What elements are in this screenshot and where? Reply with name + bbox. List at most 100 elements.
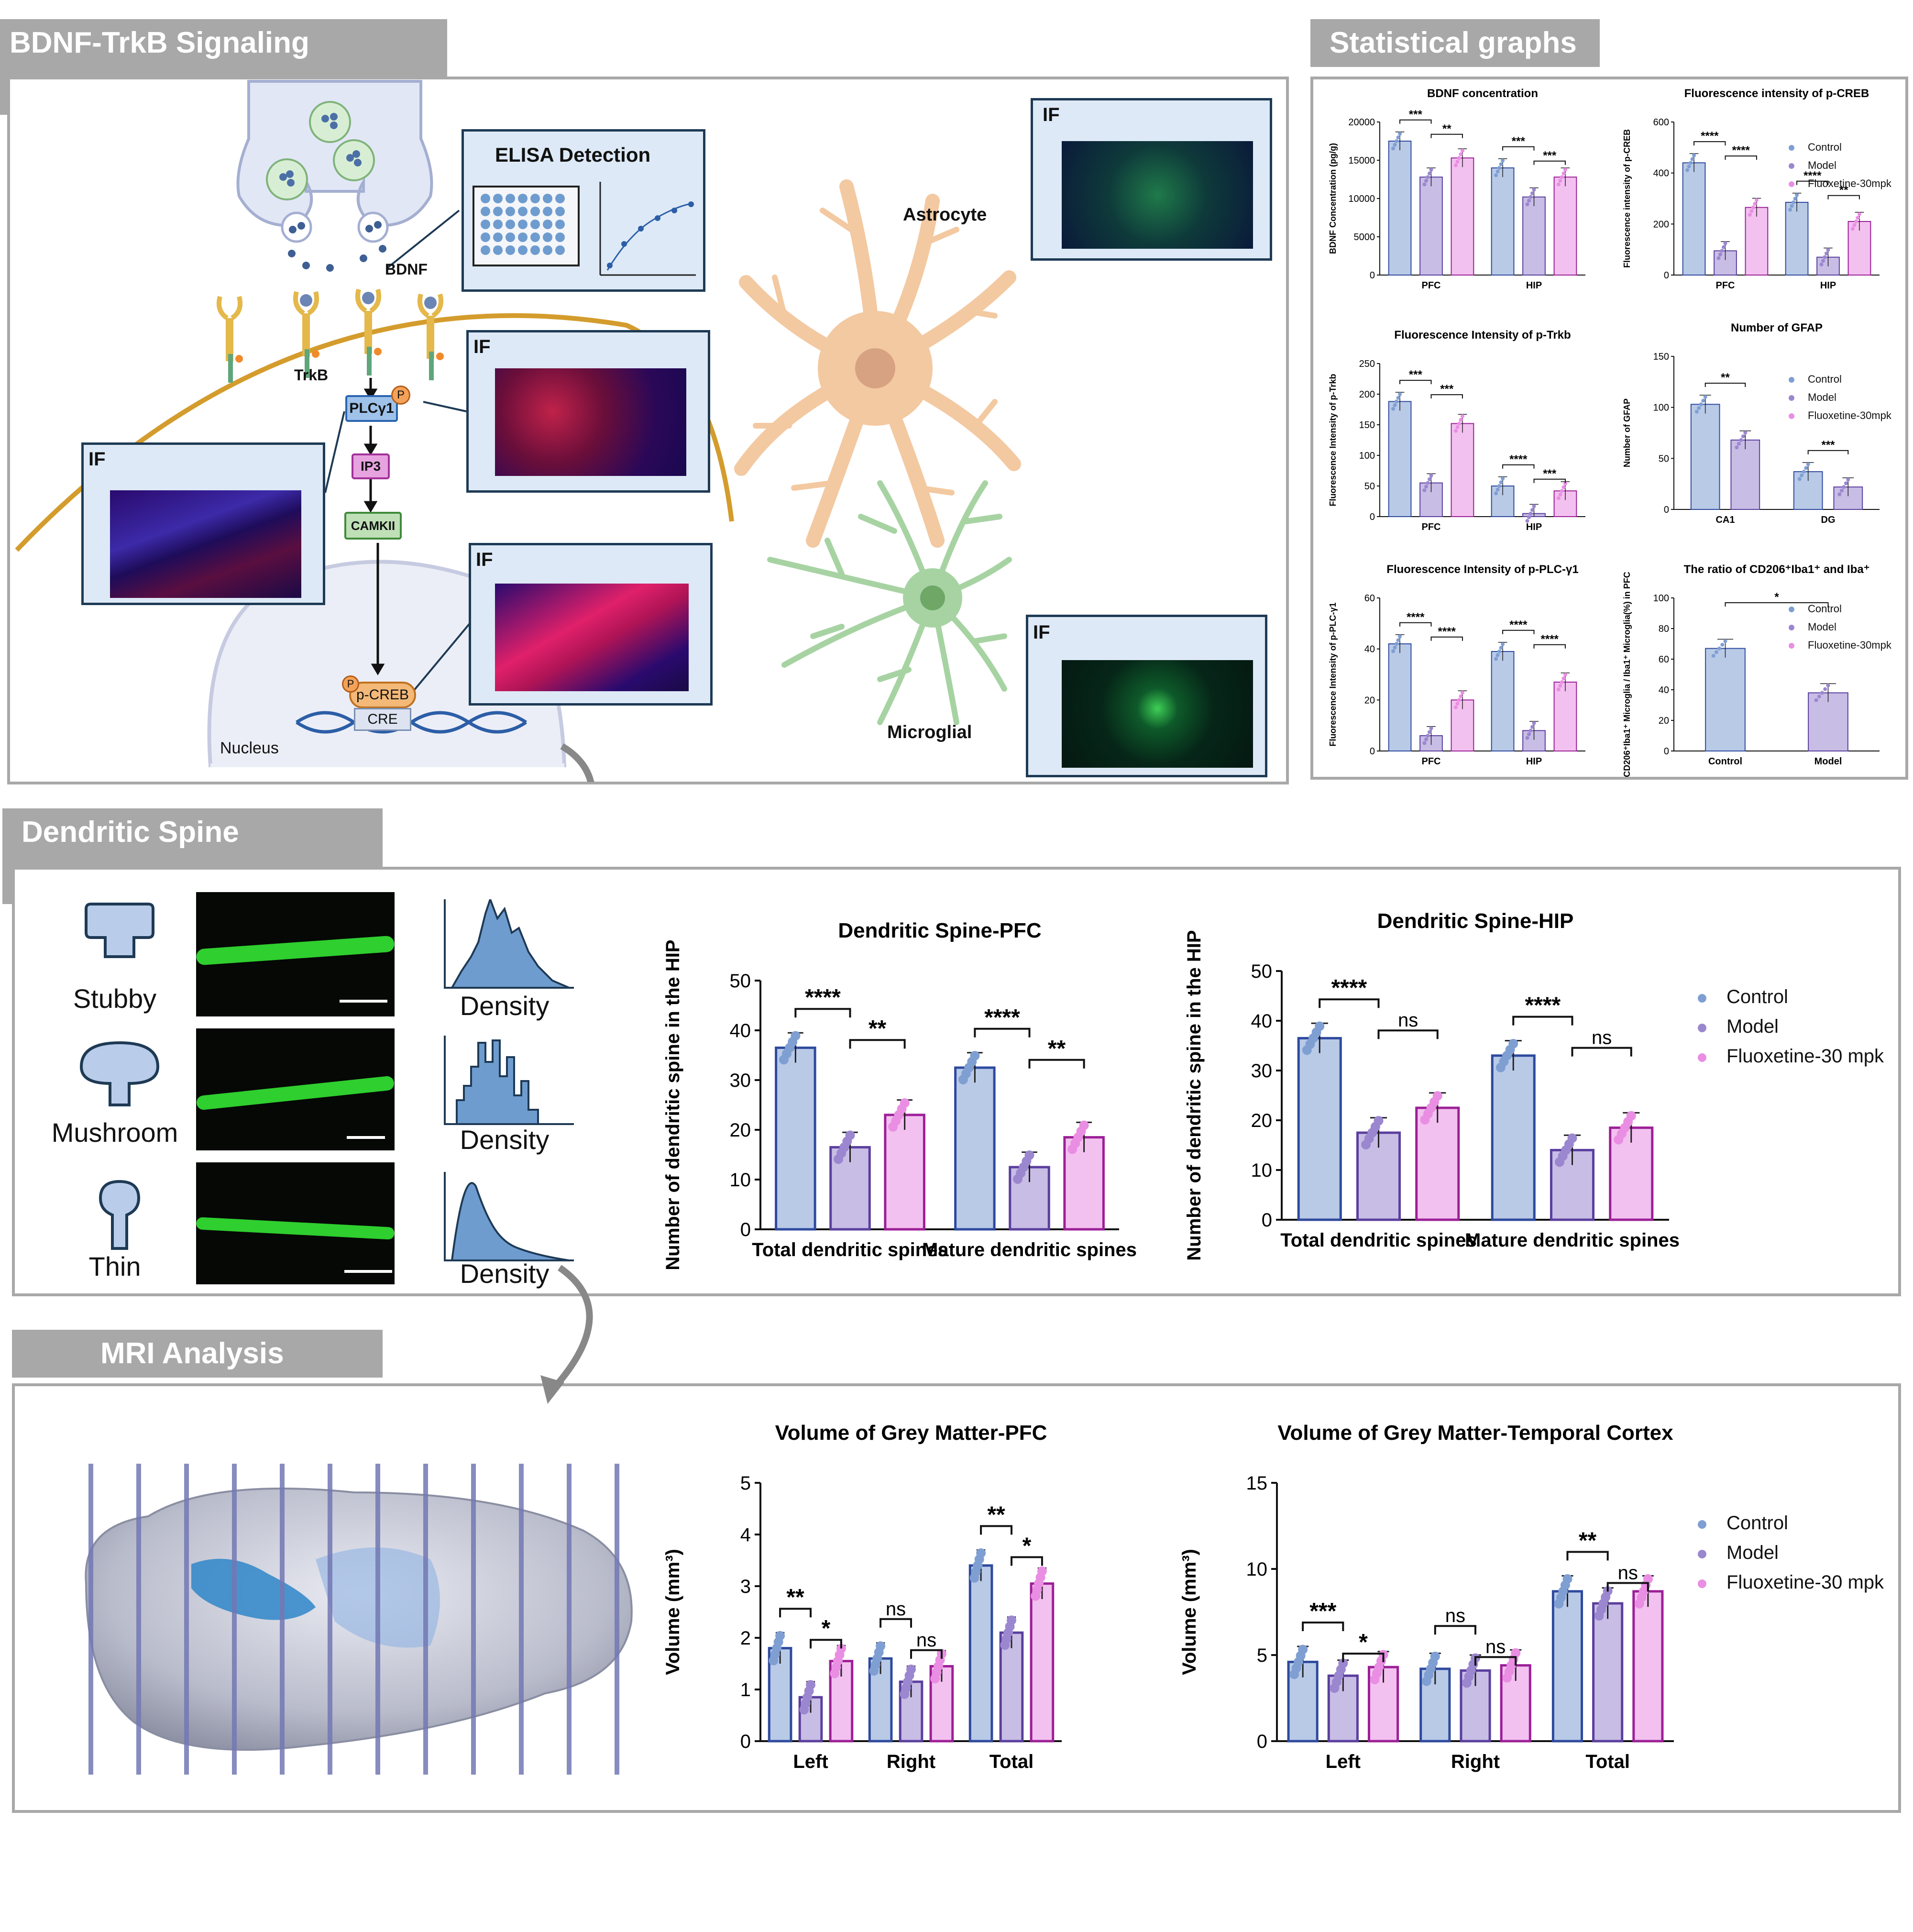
- significance-bracket: [1606, 1582, 1649, 1592]
- camkii-node: CAMKII: [344, 512, 402, 540]
- y-axis-label: Fluorescence intensity of p-CREB: [1622, 129, 1632, 268]
- significance-bracket: [1474, 1656, 1517, 1666]
- data-point: [1393, 143, 1397, 147]
- y-axis-label: Number of dendritic spine in the HIP: [1184, 930, 1205, 1260]
- spine-image-thin: [196, 1162, 395, 1284]
- pcreb-label: p-CREB: [356, 687, 409, 703]
- data-point: [1716, 256, 1721, 260]
- data-point: [1430, 1651, 1440, 1661]
- data-point: [1846, 477, 1850, 482]
- data-point: [1427, 730, 1431, 734]
- bar: [1297, 1037, 1342, 1221]
- data-point: [1563, 673, 1567, 677]
- data-point: [876, 1641, 886, 1651]
- significance-label: ****: [1525, 993, 1561, 1018]
- significance-label: ****: [1407, 611, 1425, 624]
- data-point: [1626, 1111, 1636, 1121]
- data-point: [1424, 485, 1428, 489]
- data-point: [1697, 406, 1701, 410]
- legend-dot: [1789, 163, 1794, 169]
- data-point: [1643, 1574, 1653, 1584]
- data-point: [1800, 473, 1804, 477]
- data-point: [1460, 414, 1464, 419]
- data-point: [1561, 676, 1566, 681]
- significance-bracket: [1319, 998, 1380, 1008]
- data-point: [1532, 188, 1536, 192]
- data-point: [775, 1631, 785, 1641]
- y-tick-label: 50: [1364, 481, 1375, 492]
- data-point: [1426, 734, 1430, 738]
- if-image-astrocyte: [1062, 141, 1253, 249]
- significance-bracket: [910, 1649, 943, 1659]
- bar: [775, 1046, 816, 1231]
- data-point: [1560, 680, 1564, 684]
- if-box-creb: IF: [469, 543, 713, 706]
- significance-label: ****: [1803, 169, 1822, 182]
- data-point: [1685, 168, 1690, 172]
- y-tick-label: 30: [730, 1070, 751, 1091]
- data-point: [1457, 156, 1461, 160]
- legend-dot: [1789, 377, 1794, 383]
- phospho-badge-plc: P: [391, 386, 410, 405]
- significance-bracket: [1725, 602, 1829, 607]
- plc-node: PLCγ1: [345, 395, 398, 422]
- data-point: [1395, 642, 1399, 646]
- significance-bracket: [794, 1008, 851, 1018]
- data-point: [1494, 491, 1498, 496]
- data-point: [1528, 195, 1533, 199]
- data-point: [1788, 208, 1792, 212]
- data-point: [1396, 396, 1400, 400]
- data-point: [1814, 698, 1818, 702]
- data-point: [1427, 477, 1431, 481]
- data-point: [1556, 182, 1561, 187]
- significance-bracket: [880, 1618, 912, 1628]
- chart-pcreb: Fluorescence intensity of p-CREB Fluoresc…: [1622, 87, 1880, 291]
- if-label: IF: [88, 449, 106, 470]
- chart-title: Fluorescence intensity of p-CREB: [1684, 87, 1869, 100]
- section-arrow-2: [540, 1265, 593, 1404]
- significance-bracket: [1434, 1625, 1476, 1635]
- data-point: [1398, 132, 1402, 136]
- legend-model: Model: [1726, 1016, 1779, 1037]
- bdnf-label: BDNF: [385, 261, 428, 278]
- significance-label: ns: [886, 1599, 906, 1620]
- bar: [1553, 682, 1577, 751]
- x-tick-label: Total dendritic spines: [1280, 1230, 1476, 1251]
- cre-node: CRE: [354, 708, 411, 731]
- data-point: [1562, 1574, 1572, 1584]
- y-tick-label: 40: [1659, 685, 1669, 696]
- data-point: [1558, 684, 1562, 688]
- y-tick-label: 0: [740, 1731, 751, 1752]
- nucleus-label: Nucleus: [220, 739, 279, 757]
- data-point: [1795, 193, 1799, 197]
- data-point: [1499, 480, 1503, 485]
- data-point: [806, 1680, 815, 1690]
- significance-label: ***: [1409, 368, 1423, 381]
- pcreb-node: p-CREB: [349, 682, 416, 708]
- data-point: [1820, 691, 1825, 695]
- data-point: [1455, 159, 1460, 164]
- x-tick-label: PFC: [1422, 522, 1441, 532]
- significance-label: ****: [1331, 975, 1367, 1001]
- bar: [1553, 490, 1577, 517]
- significance-bracket: [1533, 644, 1566, 649]
- bar: [1415, 1106, 1460, 1221]
- data-point: [1396, 638, 1400, 642]
- data-point: [1527, 515, 1531, 519]
- data-point: [1528, 511, 1533, 516]
- significance-bracket: [1342, 1653, 1385, 1662]
- y-tick-label: 30: [1251, 1060, 1273, 1082]
- elisa-box: ELISA Detection: [462, 129, 705, 292]
- y-tick-label: 2: [740, 1628, 751, 1649]
- data-point: [1459, 694, 1463, 698]
- data-point: [1821, 259, 1825, 263]
- significance-bracket: [1796, 180, 1829, 185]
- legend-dot: [1789, 181, 1794, 187]
- legend-dot-model: [1698, 1550, 1706, 1558]
- data-point: [1396, 135, 1400, 140]
- legend-dot-fluox: [1698, 1053, 1706, 1062]
- phospho-label: P: [347, 678, 354, 690]
- data-point: [1426, 481, 1430, 485]
- significance-label: *: [1022, 1533, 1032, 1558]
